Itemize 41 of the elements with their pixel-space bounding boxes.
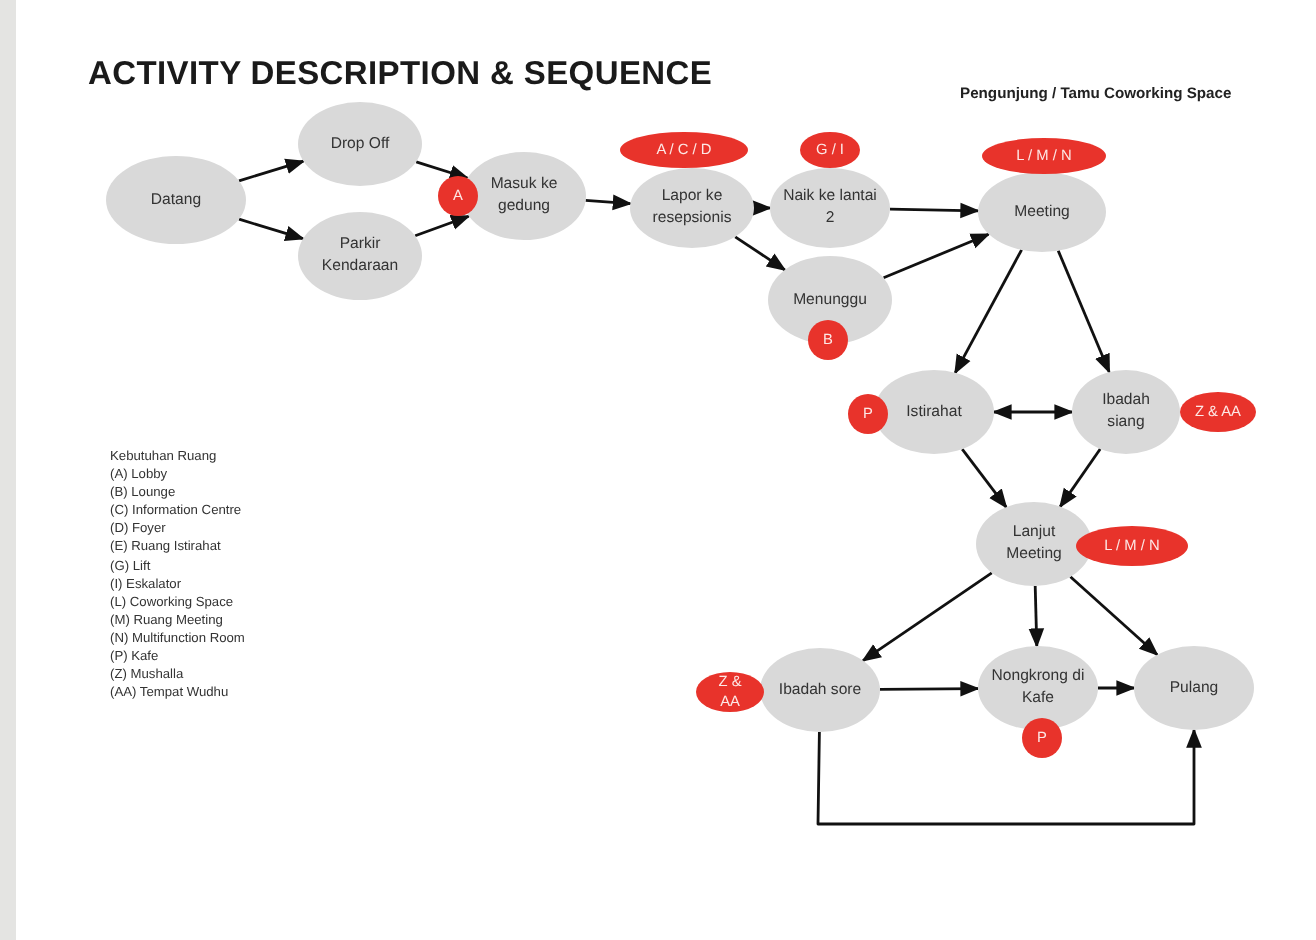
space-code-badge: [848, 394, 888, 434]
arrow: [1059, 448, 1102, 509]
space-code-badge: [982, 138, 1106, 174]
activity-ellipse: [106, 156, 246, 244]
arrow: [883, 232, 991, 280]
arrow: [1069, 575, 1159, 657]
space-code-badge: [696, 672, 764, 712]
activity-ellipse: [298, 102, 422, 186]
arrow: [1056, 250, 1111, 374]
activity-ellipse: [298, 212, 422, 300]
space-code-badge: [620, 132, 748, 168]
space-code-badge: [1022, 718, 1062, 758]
arrow: [414, 214, 471, 238]
arrow: [734, 235, 787, 271]
arrow: [1098, 680, 1136, 696]
activity-ellipse: [1072, 370, 1180, 454]
space-code-badge: [1180, 392, 1256, 432]
activity-ellipse: [768, 256, 892, 344]
activity-ellipse: [630, 168, 754, 248]
arrow: [961, 448, 1008, 509]
space-code-badge: [808, 320, 848, 360]
arrow: [415, 160, 470, 181]
arrow: [816, 728, 1202, 826]
activity-ellipse: [978, 172, 1106, 252]
activity-ellipse: [1134, 646, 1254, 730]
activity-ellipse: [976, 502, 1092, 586]
arrow: [861, 571, 993, 662]
arrow: [992, 404, 1074, 420]
arrow: [752, 200, 772, 216]
space-code-badge: [800, 132, 860, 168]
arrow: [953, 249, 1023, 375]
title: ACTIVITY DESCRIPTION & SEQUENCE: [88, 56, 713, 94]
space-code-badge: [1076, 526, 1188, 566]
arrow: [238, 217, 305, 241]
arrow: [889, 202, 980, 219]
arrow: [238, 158, 306, 183]
arrow: [585, 194, 633, 211]
activity-ellipse: [760, 648, 880, 732]
space-code-badge: [438, 176, 478, 216]
arrow: [880, 680, 980, 697]
arrow: [1028, 585, 1045, 648]
